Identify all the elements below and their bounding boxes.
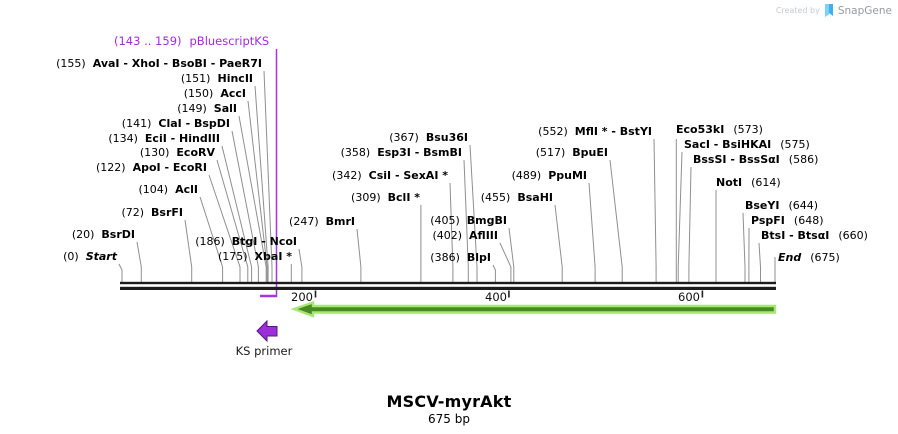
- site-label-648: PspFI(648): [751, 214, 824, 227]
- site-label-573: Eco53kI(573): [676, 123, 763, 136]
- site-label-405: (405)BmgBI: [430, 214, 507, 227]
- site-label-309: (309)BclI *: [351, 191, 420, 204]
- site-label-151: (151)HincII: [180, 72, 253, 85]
- site-label-130: (130)EcoRV: [139, 146, 215, 159]
- created-by-text: Created by: [775, 6, 820, 15]
- site-label-20: (20)BsrDI: [71, 228, 135, 241]
- site-label-367: (367)Bsu36I: [389, 131, 468, 144]
- snapgene-logo-icon: [824, 4, 833, 17]
- site-label-122: (122)ApoI - EcoRI: [95, 161, 207, 174]
- site-label-517: (517)BpuEI: [535, 146, 608, 159]
- site-label-342: (342)CsiI - SexAI *: [332, 169, 448, 182]
- region-name: pBluescriptKS: [189, 34, 270, 48]
- sequence-line: [120, 281, 776, 290]
- ruler-label-400: 400: [485, 290, 507, 304]
- ruler-tick-marks: [314, 290, 704, 298]
- site-label-149: (149)SalI: [177, 102, 237, 115]
- site-label-644: BseYI(644): [745, 199, 819, 212]
- region-marker-pbluescriptks: [260, 49, 278, 298]
- site-label-586: BssSI - BssSαI(586): [693, 153, 819, 166]
- site-label-72: (72)BsrFI: [121, 206, 183, 219]
- start-marker-label: (0)Start: [63, 250, 117, 263]
- site-label-575: SacI - BsiHKAI(575): [684, 138, 810, 151]
- region-range: (143 .. 159): [114, 34, 182, 48]
- site-label-386: (386)BlpI: [430, 251, 491, 264]
- title-block: MSCV-myrAkt 675 bp: [0, 392, 898, 426]
- snapgene-brand-text: SnapGene: [837, 4, 892, 17]
- ks-primer-arrow: [256, 319, 278, 343]
- feature-arrow: [290, 300, 777, 318]
- site-label-402: (402)AflIII: [432, 229, 498, 242]
- map-title: MSCV-myrAkt: [386, 392, 512, 411]
- site-label-175: (175)XbaI *: [217, 250, 292, 263]
- ruler-label-200: 200: [291, 290, 313, 304]
- ks-primer-label: KS primer: [235, 344, 293, 358]
- site-label-552: (552)MflI * - BstYI: [538, 125, 652, 138]
- site-label-186: (186)BtgI - NcoI: [195, 235, 297, 248]
- site-label-489: (489)PpuMI: [511, 169, 587, 182]
- site-label-141: (141)ClaI - BspDI: [121, 117, 230, 130]
- end-marker-label: End(675): [778, 251, 840, 264]
- site-label-155: (155)AvaI - XhoI - BsoBI - PaeR7I: [56, 57, 262, 70]
- site-label-247: (247)BmrI: [289, 215, 355, 228]
- map-length: 675 bp: [428, 412, 470, 426]
- site-label-104: (104)AclI: [138, 183, 199, 196]
- snapgene-watermark: Created by SnapGene: [776, 4, 892, 17]
- region-label-pbluescriptks: (143 .. 159) pBluescriptKS: [114, 34, 269, 48]
- ruler-label-600: 600: [678, 290, 700, 304]
- site-label-455: (455)BsaHI: [480, 191, 553, 204]
- site-label-358: (358)Esp3I - BsmBI: [340, 146, 462, 159]
- site-connector-lines: [118, 70, 776, 282]
- site-label-150: (150)AccI: [183, 87, 246, 100]
- site-label-614: NotI(614): [716, 176, 781, 189]
- site-label-134: (134)EciI - HindIII: [108, 132, 220, 145]
- site-label-660: BtsI - BtsαI(660): [761, 229, 868, 242]
